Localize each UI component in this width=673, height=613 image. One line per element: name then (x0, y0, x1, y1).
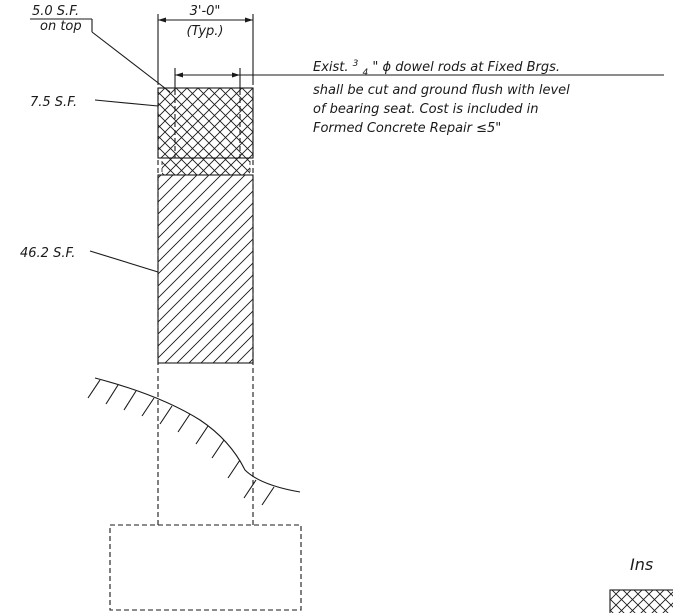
cap-area-label: 7.5 S.F. (30, 95, 77, 110)
legend-partial-title: Ins (630, 555, 653, 574)
svg-text:Exist. 3 4 ": Exist. 3 4 " ϕ dowel rods at Fixed Brgs. (313, 55, 560, 79)
note-line-2: shall be cut and ground flush with level (313, 83, 570, 98)
note-line-4: Formed Concrete Repair ≤5" (313, 121, 501, 136)
width-typ-label: (Typ.) (186, 24, 223, 39)
dowel-note: Exist. 3 4 " ϕ dowel rods at Fixed Brgs.… (313, 55, 570, 136)
legend-crosshatch-swatch (609, 589, 673, 613)
note-line-3: of bearing seat. Cost is included in (313, 102, 538, 117)
cap-repair-area (157, 87, 254, 159)
face-repair-area (157, 174, 254, 364)
top-area-label: 5.0 S.F. (32, 4, 79, 19)
width-dimension (157, 14, 254, 85)
cap-lower-band (161, 157, 251, 176)
cap-area-leader (94, 99, 159, 107)
face-area-leader (89, 250, 159, 273)
width-dimension-label: 3'-0" (190, 4, 221, 19)
top-area-sublabel: on top (40, 19, 82, 34)
top-area-leader (30, 18, 171, 93)
ground-line (87, 377, 301, 506)
face-area-label: 46.2 S.F. (20, 246, 75, 261)
dowel-dimension (174, 68, 664, 92)
footing-outline (109, 524, 302, 611)
